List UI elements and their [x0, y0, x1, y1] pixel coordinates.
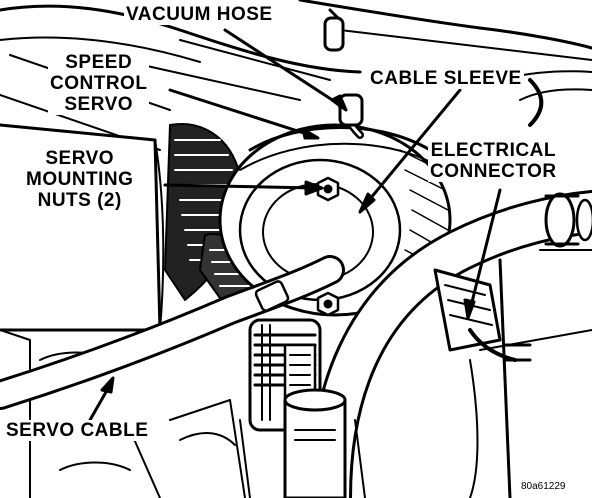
label-servo-mounting-nuts: SERVO MOUNTING NUTS (2) [24, 148, 136, 211]
servo-cable [0, 255, 345, 410]
label-vacuum-hose: VACUUM HOSE [124, 4, 275, 25]
electrical-connector [433, 268, 592, 362]
figure-id: 80a61229 [520, 481, 567, 492]
label-cable-sleeve: CABLE SLEEVE [368, 68, 524, 89]
label-electrical-connector: ELECTRICAL CONNECTOR [428, 140, 559, 182]
right-frame [469, 249, 592, 498]
label-speed-control-servo: SPEED CONTROL SERVO [48, 52, 150, 115]
leader-arrows [88, 28, 502, 422]
label-servo-cable: SERVO CABLE [4, 420, 151, 441]
lower-coil [239, 318, 366, 498]
